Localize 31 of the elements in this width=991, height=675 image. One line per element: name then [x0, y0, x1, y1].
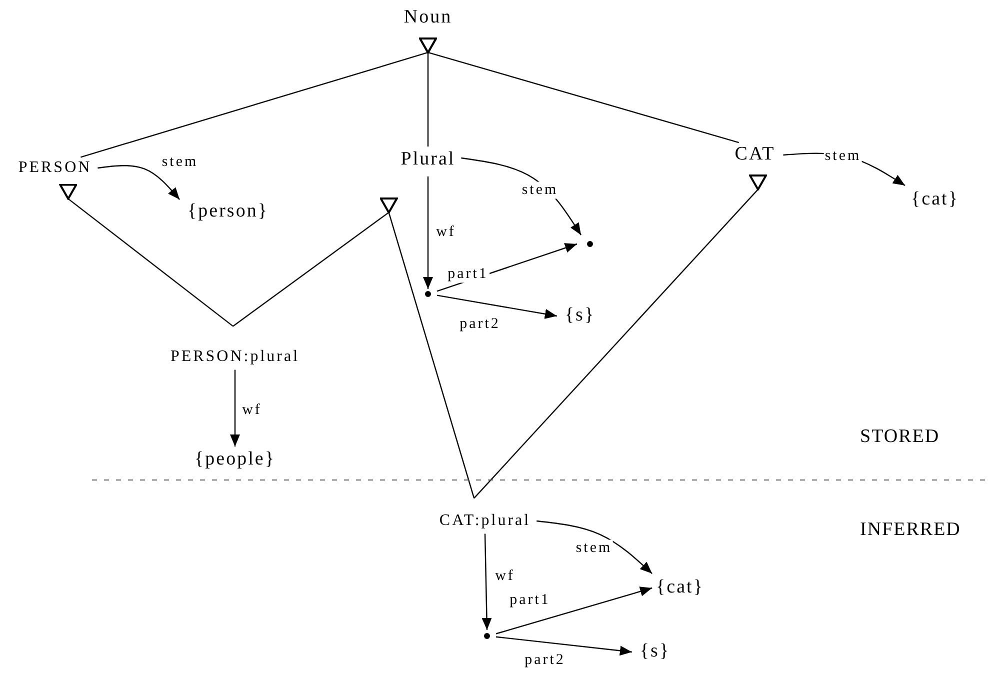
- concept-label: CAT:plural: [439, 512, 531, 530]
- isa-line: [419, 37, 739, 144]
- edge-label: part1: [446, 266, 490, 282]
- arrow: [423, 176, 433, 289]
- concept-label: {cat}: [656, 578, 704, 598]
- isa-line: [474, 174, 767, 499]
- section-label: INFERRED: [860, 519, 961, 541]
- isa-line: [380, 197, 475, 498]
- concept-label: {s}: [564, 306, 596, 326]
- arrow: [496, 636, 632, 656]
- concept-label: Plural: [400, 150, 456, 170]
- arrow: [436, 294, 558, 319]
- arrow: [496, 586, 652, 634]
- concept-label: PERSON:plural: [170, 348, 300, 366]
- concept-label: CAT: [734, 144, 776, 166]
- node-dot: [587, 241, 593, 247]
- node-dot: [425, 291, 431, 297]
- concept-label: {person}: [188, 202, 268, 222]
- edge-label: stem: [520, 182, 560, 198]
- concept-label: {people}: [194, 450, 276, 470]
- concept-label: {s}: [640, 642, 670, 662]
- arrow: [98, 165, 180, 200]
- concept-label: Noun: [404, 8, 452, 28]
- arrow: [536, 520, 652, 574]
- arrow: [482, 534, 492, 630]
- node-dot: [484, 633, 490, 639]
- concept-label: PERSON: [18, 159, 92, 177]
- concept-label: {cat}: [911, 190, 959, 210]
- arrow: [230, 370, 240, 447]
- section-label: STORED: [860, 426, 940, 448]
- isa-line: [59, 184, 234, 327]
